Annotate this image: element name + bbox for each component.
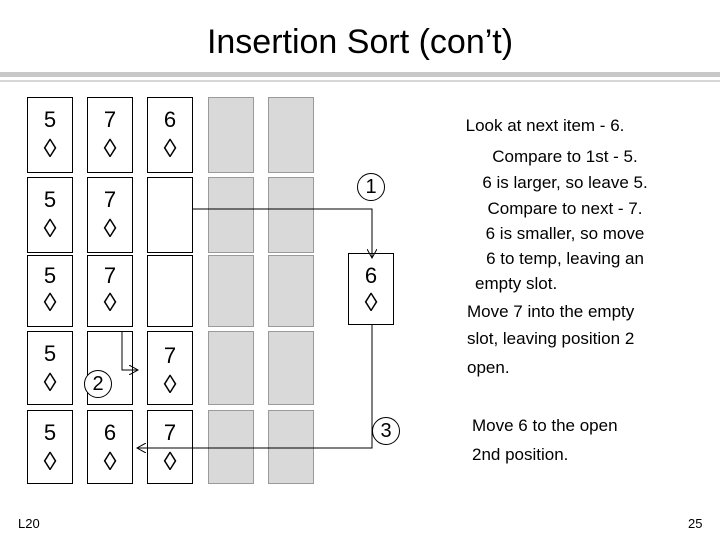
diamond-icon: ◊ [103, 133, 117, 163]
card-row2-pos1: 5 ◊ [27, 177, 73, 253]
card-value: 7 [103, 107, 117, 132]
note-line-11: Move 6 to the open [472, 416, 618, 435]
slide-title: Insertion Sort (con’t) [206, 23, 514, 61]
note-line-3: 6 is larger, so leave 5. [482, 173, 648, 192]
card-value: 7 [103, 187, 117, 212]
card-row4-pos3: 7 ◊ [147, 331, 193, 405]
card-value: 5 [43, 263, 57, 288]
diamond-icon: ◊ [43, 367, 57, 397]
note-line-2: Compare to 1st - 5. [492, 147, 638, 166]
arrow-step1 [192, 208, 372, 258]
card-row5-pos1: 5 ◊ [27, 410, 73, 484]
empty-slot-row1-pos5 [268, 97, 314, 173]
diamond-icon: ◊ [43, 133, 57, 163]
note-line-6: 6 to temp, leaving an [486, 249, 644, 268]
empty-slot-row5-pos5 [268, 410, 314, 484]
card-value: 5 [43, 420, 57, 445]
card-value: 5 [43, 187, 57, 212]
footer-label: L20 [18, 516, 40, 531]
diamond-icon: ◊ [163, 369, 177, 399]
empty-slot-row2-pos5 [268, 177, 314, 253]
diamond-icon: ◊ [163, 133, 177, 163]
empty-slot-row2-pos3 [147, 177, 193, 253]
note-line-7: empty slot. [475, 274, 558, 293]
note-line-4: Compare to next - 7. [487, 199, 643, 218]
note-line-9: slot, leaving position 2 [467, 329, 635, 348]
card-value: 7 [163, 420, 177, 445]
card-row5-pos2: 6 ◊ [87, 410, 133, 484]
empty-slot-row3-pos5 [268, 255, 314, 327]
temp-card: 6 ◊ [348, 253, 394, 325]
note-line-10: open. [467, 358, 510, 377]
diamond-icon: ◊ [163, 446, 177, 476]
title-rule-thin [0, 80, 720, 82]
card-value: 6 [103, 420, 117, 445]
card-value: 5 [43, 107, 57, 132]
diamond-icon: ◊ [43, 287, 57, 317]
page-number: 25 [688, 516, 703, 531]
card-row5-pos3: 7 ◊ [147, 410, 193, 484]
card-value: 7 [163, 343, 177, 368]
card-row1-pos2: 7 ◊ [87, 97, 133, 173]
card-value: 6 [364, 263, 378, 288]
empty-slot-row4-pos4 [208, 331, 254, 405]
card-value: 5 [43, 341, 57, 366]
note-line-1: Look at next item - 6. [465, 116, 625, 135]
empty-slot-row3-pos4 [208, 255, 254, 327]
diamond-icon: ◊ [43, 446, 57, 476]
card-row4-pos1: 5 ◊ [27, 331, 73, 405]
diamond-icon: ◊ [103, 446, 117, 476]
empty-slot-row4-pos5 [268, 331, 314, 405]
card-value: 6 [163, 107, 177, 132]
note-line-12: 2nd position. [472, 445, 569, 464]
diamond-icon: ◊ [364, 287, 378, 317]
card-row3-pos2: 7 ◊ [87, 255, 133, 327]
card-row1-pos1: 5 ◊ [27, 97, 73, 173]
step-2-marker: 2 [84, 370, 112, 398]
diamond-icon: ◊ [103, 287, 117, 317]
diamond-icon: ◊ [103, 213, 117, 243]
empty-slot-row2-pos4 [208, 177, 254, 253]
card-row3-pos1: 5 ◊ [27, 255, 73, 327]
note-line-5: 6 is smaller, so move [485, 224, 645, 243]
step-3-marker: 3 [372, 417, 400, 445]
empty-slot-row3-pos3 [147, 255, 193, 327]
empty-slot-row5-pos4 [208, 410, 254, 484]
diamond-icon: ◊ [43, 213, 57, 243]
step-1-marker: 1 [357, 173, 385, 201]
note-line-8: Move 7 into the empty [467, 302, 635, 321]
empty-slot-row1-pos4 [208, 97, 254, 173]
card-row1-pos3: 6 ◊ [147, 97, 193, 173]
arrow-step3 [137, 325, 373, 448]
card-value: 7 [103, 263, 117, 288]
title-rule [0, 72, 720, 77]
arrow-step2 [121, 331, 138, 370]
card-row2-pos2: 7 ◊ [87, 177, 133, 253]
